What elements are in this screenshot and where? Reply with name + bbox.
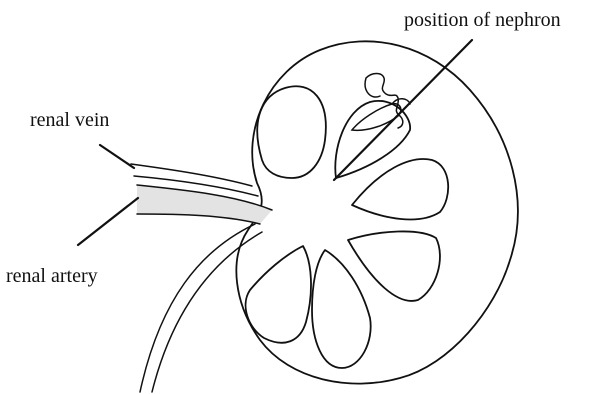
- nephron-leader-line: [334, 40, 472, 180]
- renal-artery-shape: [137, 185, 272, 224]
- lobe-right-lower: [348, 231, 440, 300]
- lobe-lower-left: [246, 246, 311, 343]
- lobe-right-upper: [352, 159, 448, 219]
- nephron-position-label: position of nephron: [404, 10, 561, 30]
- renal-vein-label: renal vein: [30, 110, 109, 130]
- lobe-lower-center: [312, 250, 371, 368]
- renal-artery-label: renal artery: [6, 266, 98, 286]
- renal-artery-leader-line: [78, 198, 138, 245]
- renal-vein-leader-line: [100, 145, 134, 168]
- kidney-outline: [236, 41, 517, 383]
- lobe-upper-left: [257, 86, 326, 178]
